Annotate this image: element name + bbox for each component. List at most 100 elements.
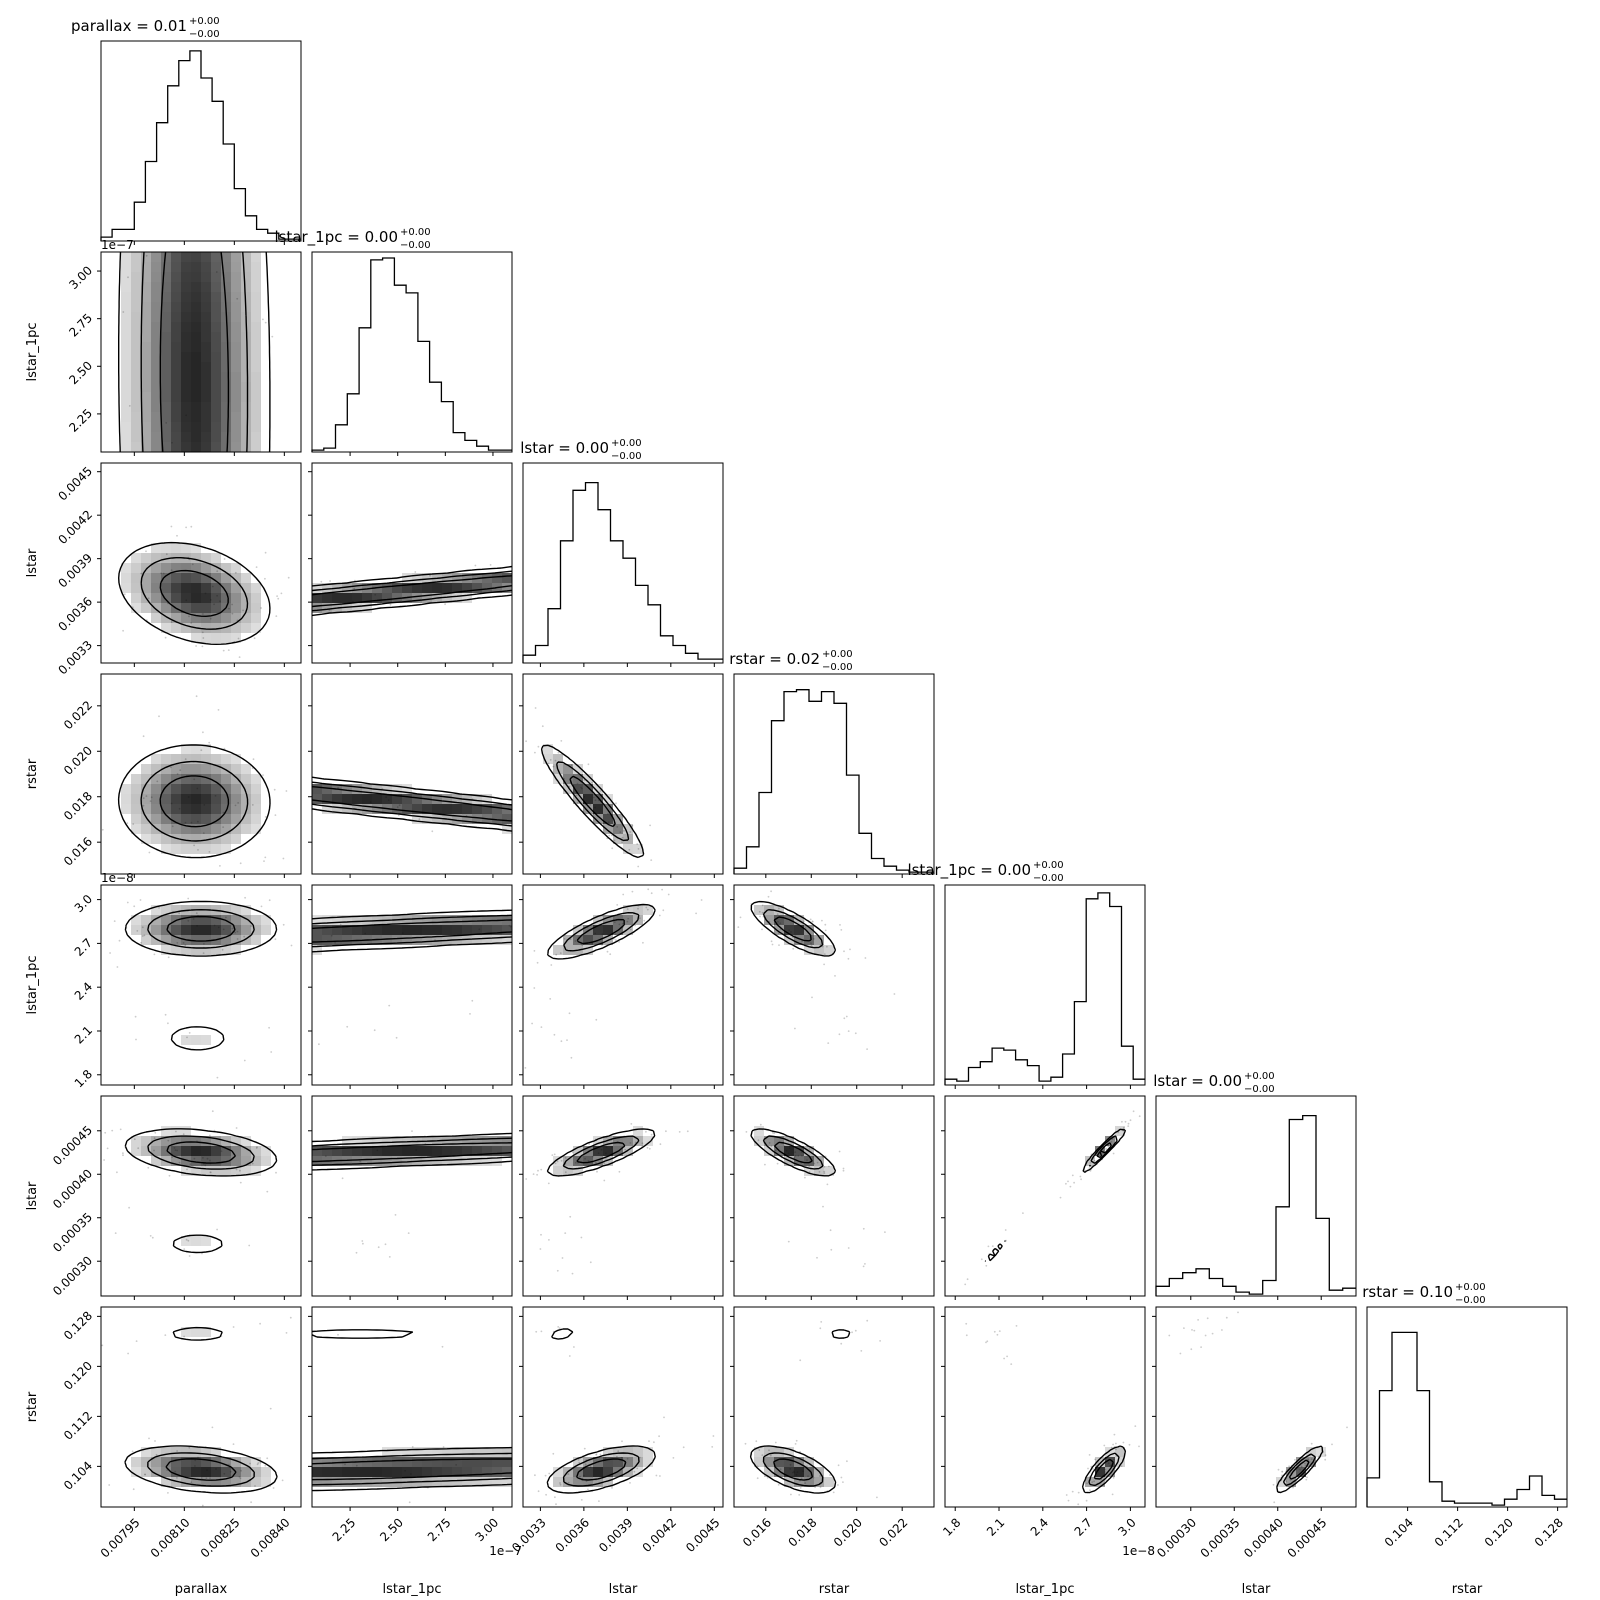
sample-point	[167, 1022, 169, 1025]
panel-frame	[522, 673, 724, 875]
sample-point	[1331, 1443, 1333, 1446]
sample-point	[248, 1244, 251, 1247]
sample-point	[555, 953, 558, 956]
sample-point	[534, 1474, 536, 1477]
density-cell	[151, 1457, 161, 1467]
density-cell	[151, 332, 161, 342]
sample-point	[577, 1459, 580, 1461]
density-cell	[231, 372, 241, 382]
density-cell	[201, 925, 211, 935]
density-cell	[392, 1146, 402, 1156]
title-prefix: rstar = 0.10	[1362, 1283, 1453, 1301]
density-cell	[362, 1156, 372, 1166]
density-cell	[362, 1477, 372, 1487]
density-cell	[191, 573, 201, 583]
density-cell	[1105, 1457, 1115, 1467]
sample-point	[822, 1205, 824, 1208]
density-cell	[251, 342, 261, 352]
sample-point	[980, 1258, 983, 1261]
density-cell	[372, 1136, 382, 1146]
density-cell	[221, 784, 231, 794]
sample-point	[821, 945, 824, 948]
density-cell	[312, 915, 322, 925]
density-cell	[181, 372, 191, 382]
density-cell	[312, 1477, 322, 1487]
panel-frame	[522, 884, 724, 1086]
title-err-minus: −0.00	[1033, 873, 1064, 884]
sample-point	[145, 795, 148, 797]
density-cell	[181, 915, 191, 925]
density-cell	[482, 1136, 492, 1146]
density-cell	[764, 915, 774, 925]
density-cell	[191, 744, 201, 754]
density-cell	[201, 1035, 211, 1045]
density-cell	[181, 1457, 191, 1467]
y-tick-label: 0.020	[61, 743, 95, 777]
density-cell	[332, 935, 342, 945]
sample-point	[552, 1452, 555, 1455]
sample-point	[761, 904, 764, 907]
density-cell	[412, 935, 422, 945]
sample-point	[171, 825, 174, 828]
contour-line	[569, 775, 616, 828]
density-cell	[482, 1467, 492, 1477]
sample-point	[164, 1334, 167, 1336]
sample-point	[1305, 1478, 1308, 1481]
sample-point	[208, 741, 211, 744]
scatter-panel-lstar_1pc-vs-lstar	[941, 1095, 1146, 1300]
density-cell	[221, 252, 231, 262]
density-cell	[573, 1146, 583, 1156]
density-cell	[472, 1467, 482, 1477]
density-cell	[211, 623, 221, 633]
density-cell	[211, 613, 221, 623]
density-cell	[492, 804, 502, 814]
sample-point	[108, 1484, 111, 1486]
sample-point	[535, 1330, 538, 1333]
sample-point	[771, 943, 774, 946]
density-cell	[412, 925, 422, 935]
density-cell	[191, 784, 201, 794]
density-cell	[553, 754, 563, 764]
sample-point	[623, 830, 625, 832]
density-cell	[181, 282, 191, 292]
sample-point	[362, 1242, 364, 1245]
sample-point	[770, 1145, 773, 1148]
density-cell	[352, 925, 362, 935]
density-cell	[352, 1467, 362, 1477]
y-tick-label: 0.0045	[56, 464, 96, 504]
sample-point	[418, 818, 421, 821]
sample-point	[589, 803, 591, 806]
density-cell	[191, 1156, 201, 1166]
density-cell	[141, 422, 151, 432]
density-cell	[573, 1457, 583, 1467]
density-cell	[382, 1447, 392, 1457]
sample-point	[259, 1322, 261, 1325]
density-cell	[181, 744, 191, 754]
sample-point	[255, 1147, 258, 1149]
density-cell	[322, 1146, 332, 1156]
density-cell	[181, 402, 191, 412]
density-cell	[1306, 1457, 1316, 1467]
density-cell	[161, 754, 171, 764]
sample-point	[251, 804, 254, 806]
density-cell	[251, 352, 261, 362]
density-cell	[623, 905, 633, 915]
density-cell	[251, 774, 261, 784]
x-tick-label: 0.020	[831, 1515, 865, 1549]
sample-point	[195, 695, 198, 698]
sample-point	[1324, 1458, 1327, 1461]
sample-point	[842, 1169, 845, 1172]
sample-point	[289, 1316, 292, 1319]
sample-point	[864, 957, 867, 959]
density-cell	[181, 1126, 191, 1136]
panel-frame	[100, 251, 302, 453]
density-cell	[151, 402, 161, 412]
contour-line	[1088, 1135, 1118, 1167]
density-cell	[141, 824, 151, 834]
density-cell	[432, 1477, 442, 1487]
sample-point	[646, 908, 649, 911]
density-cell	[161, 814, 171, 824]
density-cell	[412, 794, 422, 804]
density-cell	[462, 573, 472, 583]
sample-point	[274, 814, 277, 816]
